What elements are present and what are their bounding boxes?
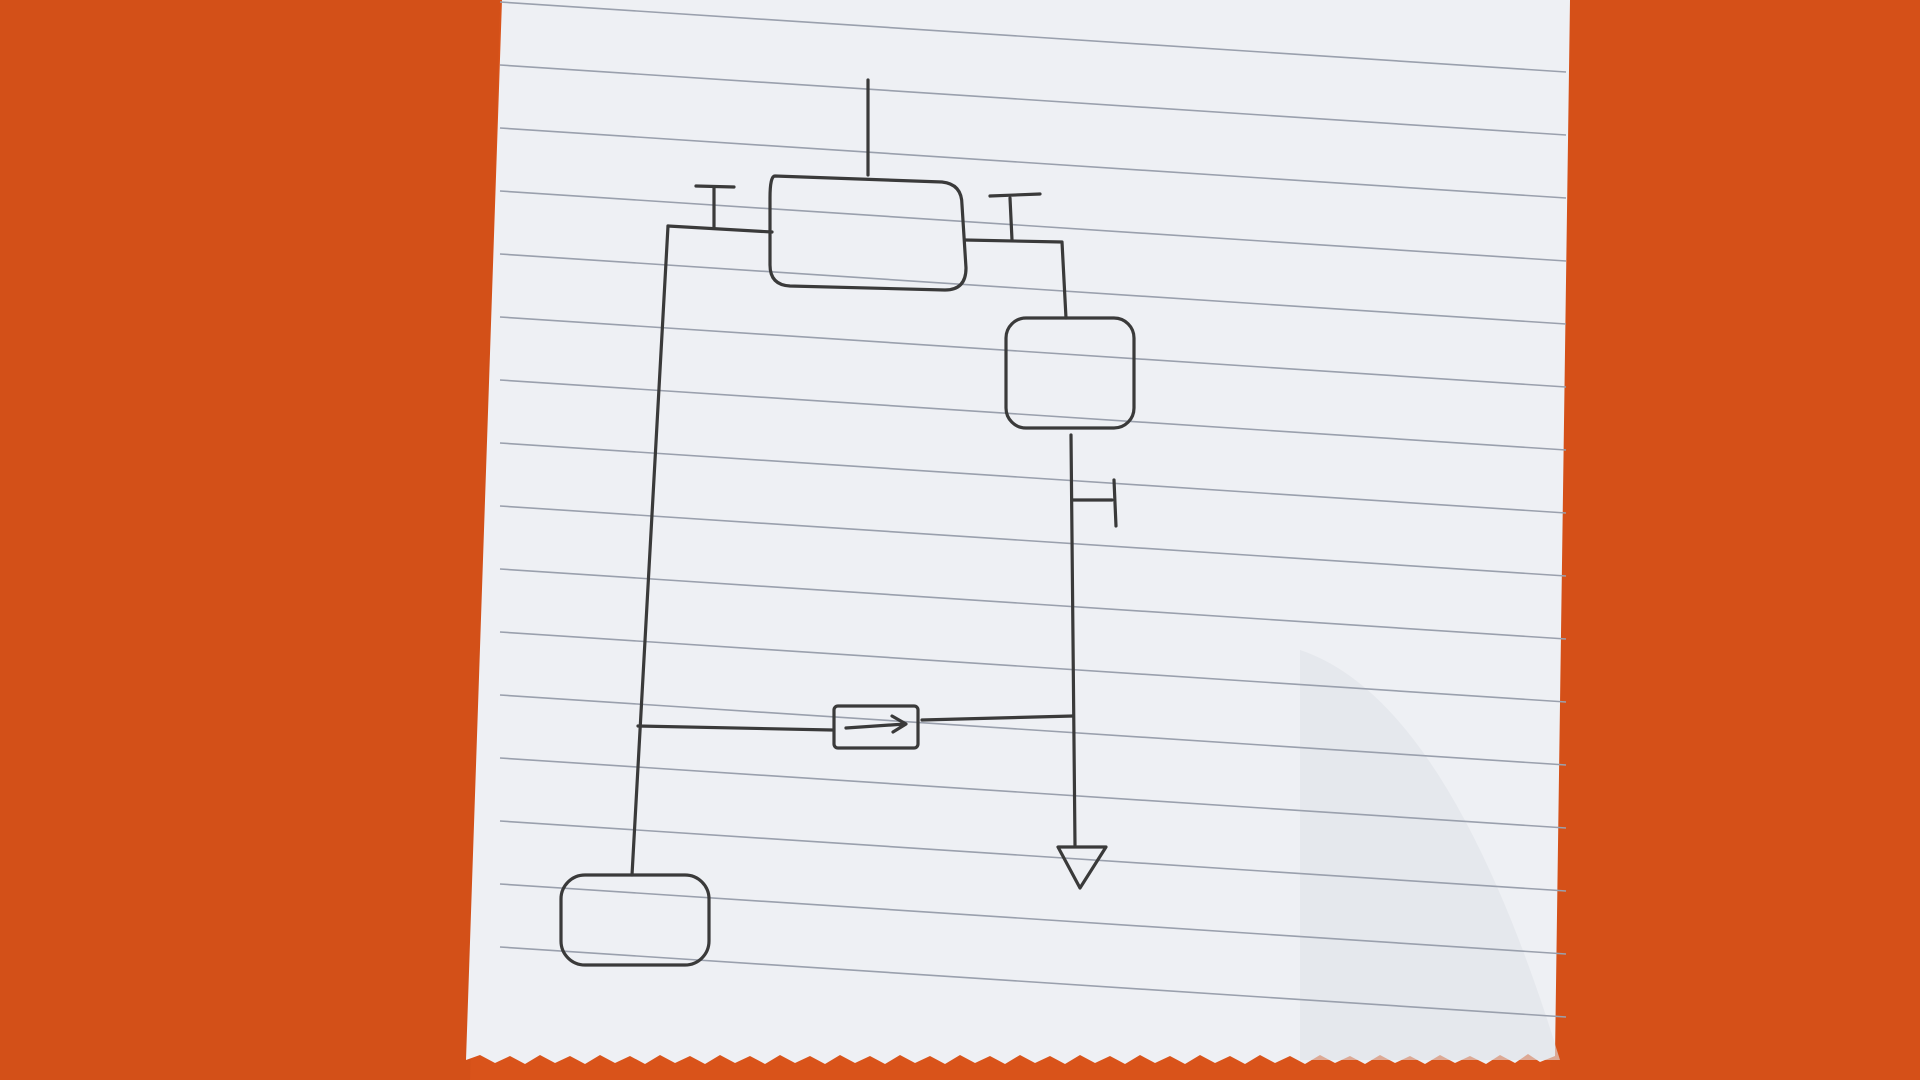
ruled-line [499, 127, 1567, 199]
right-main-pipe [1069, 433, 1077, 847]
fabric-shadow [0, 0, 500, 1080]
ruled-line [499, 946, 1567, 1018]
ruled-line [499, 253, 1567, 325]
crossover-pipe-left [636, 724, 834, 732]
fabric-shadow-right [1550, 0, 1920, 1080]
ruled-line [499, 820, 1567, 892]
ruled-line [499, 694, 1567, 766]
ruled-line [499, 505, 1567, 577]
pump-valve-bar [1112, 478, 1118, 528]
check-valve-box [832, 704, 920, 750]
ruled-line [499, 568, 1567, 640]
ruled-line [499, 1, 1567, 73]
sketch-ink [559, 78, 1136, 967]
meter-box [559, 873, 711, 967]
ruled-lines [499, 1, 1567, 1018]
right-valve-bar [988, 192, 1042, 198]
pump-box [1004, 316, 1136, 430]
tank-box [768, 174, 968, 292]
ruled-line [499, 190, 1567, 262]
right-valve-stem [1008, 196, 1014, 242]
ruled-line [499, 442, 1567, 514]
ruled-line [499, 64, 1567, 136]
tank-left-pipe [666, 224, 774, 234]
outlet-triangle [1056, 845, 1108, 890]
left-main-pipe [630, 224, 670, 877]
ruled-line [499, 316, 1567, 388]
crossover-pipe-right [920, 714, 1075, 722]
check-valve-arrow [844, 714, 908, 734]
ruled-line [499, 379, 1567, 451]
notebook-paper [466, 0, 1570, 1064]
left-valve-bar [694, 184, 736, 189]
ruled-line [499, 883, 1567, 955]
ruled-line [499, 757, 1567, 829]
tank-right-pipe [963, 238, 1068, 320]
ruled-line [499, 631, 1567, 703]
